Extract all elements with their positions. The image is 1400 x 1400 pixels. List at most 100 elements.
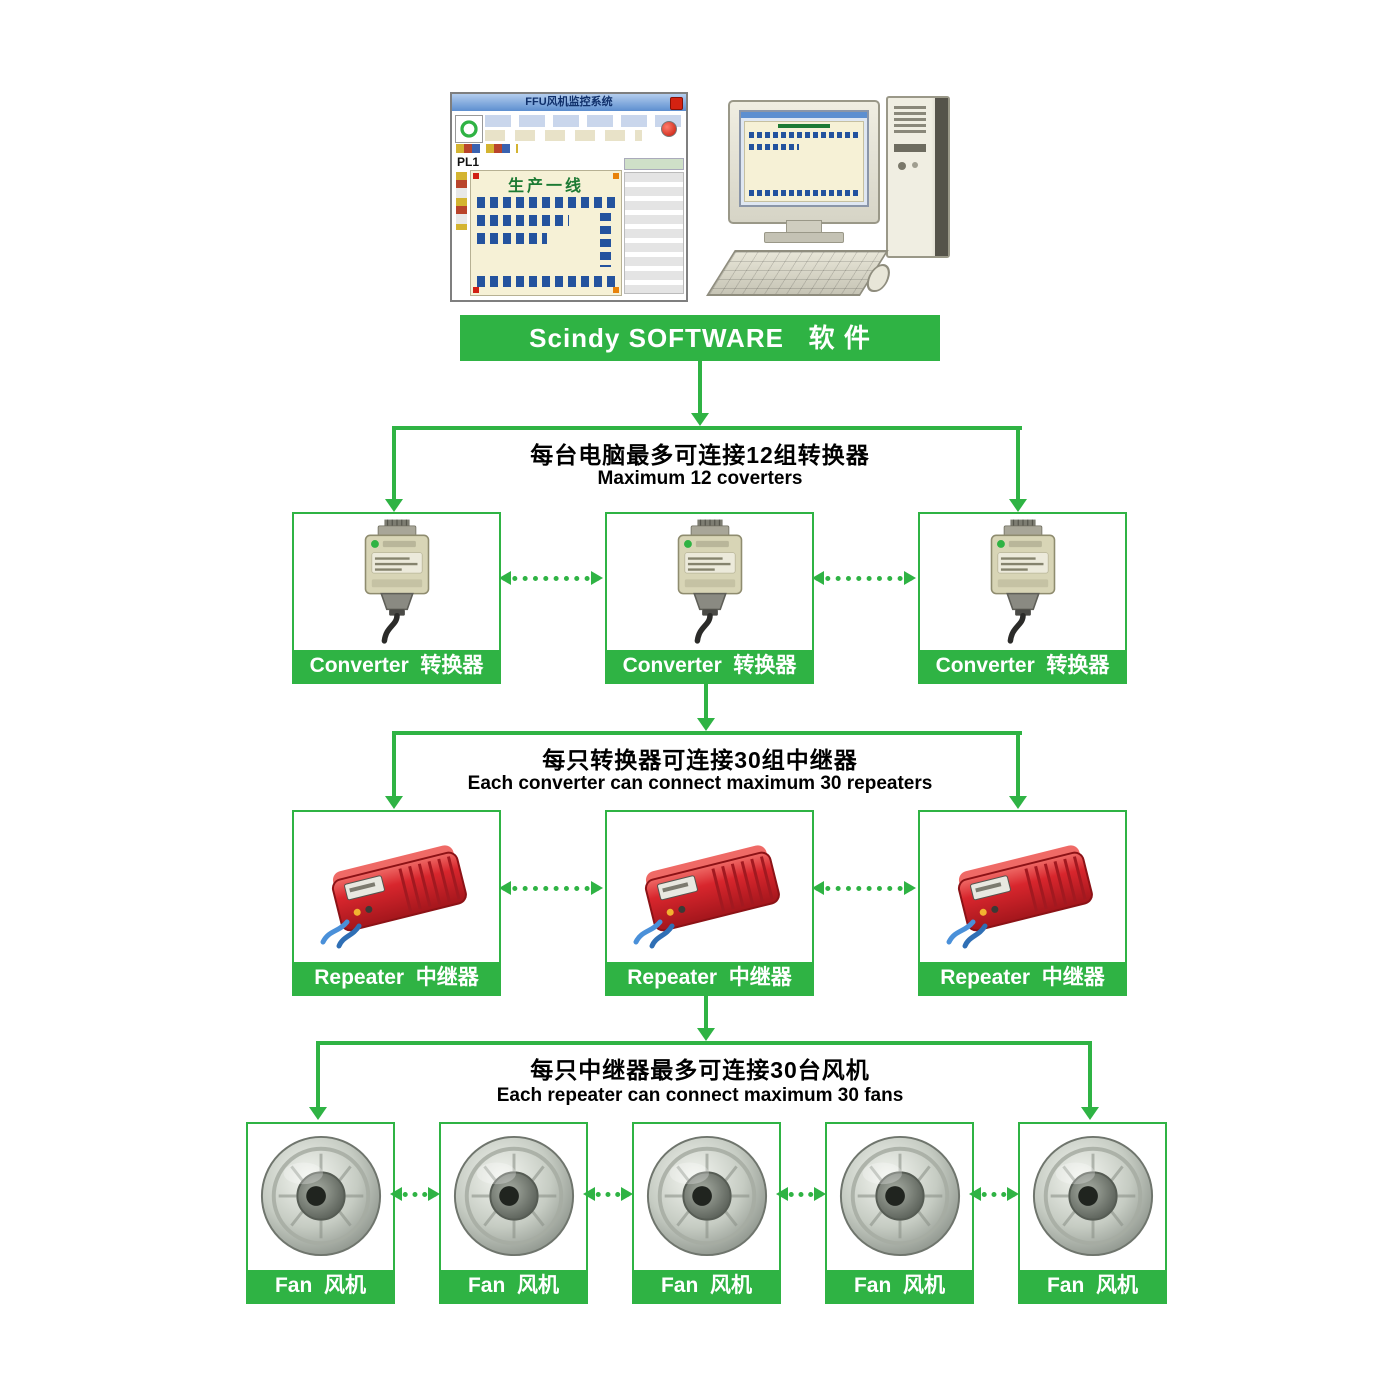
pc-tower xyxy=(886,96,950,258)
connector-line xyxy=(1016,735,1020,796)
connector-line xyxy=(316,1041,1092,1045)
fan-node: Fan 风机 xyxy=(1018,1122,1167,1304)
software-banner: Scindy SOFTWARE 软 件 xyxy=(460,315,940,361)
tier1-caption-en: Maximum 12 coverters xyxy=(597,468,803,489)
pc-screen-strip xyxy=(749,190,859,196)
arrow-right-icon xyxy=(904,571,916,585)
alarm-button-icon xyxy=(661,121,677,137)
dotted-link xyxy=(812,571,916,585)
dotted-link xyxy=(583,1187,633,1201)
fan-label: Fan 风机 xyxy=(1020,1270,1165,1302)
screenshot-menubar xyxy=(485,115,682,127)
tier2-caption-en: Each converter can connect maximum 30 re… xyxy=(467,773,933,794)
dotted-link xyxy=(776,1187,826,1201)
pc-tower-drive-slot xyxy=(894,144,926,152)
pc-reset-button xyxy=(912,162,918,168)
connector-line xyxy=(698,361,702,413)
arrow-down-icon xyxy=(385,499,403,512)
connector-line xyxy=(392,731,1022,735)
fan-label: Fan 风机 xyxy=(827,1270,972,1302)
connector-line xyxy=(392,735,396,796)
arrow-left-icon xyxy=(390,1187,402,1201)
arrow-right-icon xyxy=(428,1187,440,1201)
screenshot-data-list xyxy=(624,172,684,294)
fan-device-icon xyxy=(1029,1131,1157,1261)
production-line-title: 生产一线 xyxy=(507,178,584,195)
fan-unit-strip xyxy=(477,197,615,208)
arrow-down-icon xyxy=(691,413,709,426)
dotted-link xyxy=(812,881,916,895)
converter-device-icon xyxy=(343,518,451,644)
tier3-caption-zh: 每只中继器最多可连接30台风机 xyxy=(530,1057,870,1083)
fan-unit-strip xyxy=(477,215,569,226)
dotted-link xyxy=(499,571,603,585)
pc-screen-heading xyxy=(778,124,830,128)
pc-tower-vents xyxy=(894,106,926,134)
converter-device-icon xyxy=(656,518,764,644)
fan-device-icon xyxy=(836,1131,964,1261)
corner-marker xyxy=(473,173,479,179)
pc-screen-content xyxy=(744,121,864,202)
pc-monitor xyxy=(728,100,880,224)
arrow-right-icon xyxy=(904,881,916,895)
tier1-caption-zh: 每台电脑最多可连接12组转换器 xyxy=(530,442,870,468)
pc-power-button xyxy=(898,162,906,170)
connector-line xyxy=(704,992,708,1028)
repeater-device-icon xyxy=(614,820,806,950)
connector-line xyxy=(392,430,396,499)
arrow-right-icon xyxy=(814,1187,826,1201)
arrow-left-icon xyxy=(969,1187,981,1201)
arrow-left-icon xyxy=(812,881,824,895)
connector-line xyxy=(704,680,708,718)
repeater-node: Repeater 中继器 xyxy=(605,810,814,996)
screenshot-title: FFU风机监控系统 xyxy=(525,96,613,108)
pc-screen-strip xyxy=(749,132,859,138)
connector-line xyxy=(316,1045,320,1107)
screenshot-list-header xyxy=(624,158,684,170)
arrow-left-icon xyxy=(583,1187,595,1201)
production-line-panel: 生产一线 xyxy=(470,170,622,296)
arrow-right-icon xyxy=(591,881,603,895)
arrow-right-icon xyxy=(591,571,603,585)
corner-marker xyxy=(473,287,479,293)
arrow-down-icon xyxy=(1009,499,1027,512)
fan-node: Fan 风机 xyxy=(246,1122,395,1304)
arrow-left-icon xyxy=(812,571,824,585)
desktop-computer xyxy=(700,92,958,304)
fan-device-icon xyxy=(257,1131,385,1261)
fan-label: Fan 风机 xyxy=(248,1270,393,1302)
arrow-down-icon xyxy=(309,1107,327,1120)
pc-tower-side-panel xyxy=(935,98,948,256)
converter-node: Converter 转换器 xyxy=(605,512,814,684)
pc-keyboard xyxy=(706,250,889,296)
arrow-down-icon xyxy=(697,1028,715,1041)
fan-label: Fan 风机 xyxy=(634,1270,779,1302)
pc-screen xyxy=(739,110,869,207)
arrow-left-icon xyxy=(499,571,511,585)
converter-node: Converter 转换器 xyxy=(918,512,1127,684)
pc-screen-titlebar xyxy=(741,112,867,118)
screenshot-status-icons xyxy=(456,144,518,153)
fan-unit-strip xyxy=(477,276,615,287)
app-logo-icon xyxy=(455,115,483,143)
fan-unit-strip xyxy=(600,213,611,267)
pc-monitor-base xyxy=(764,232,844,243)
screenshot-side-icons xyxy=(456,172,467,230)
tier2-caption-zh: 每只转换器可连接30组中继器 xyxy=(542,747,858,773)
fan-unit-strip xyxy=(477,233,547,244)
tier3-caption-en: Each repeater can connect maximum 30 fan… xyxy=(496,1085,904,1106)
fan-device-icon xyxy=(450,1131,578,1261)
repeater-label: Repeater 中继器 xyxy=(607,962,812,994)
repeater-label: Repeater 中继器 xyxy=(294,962,499,994)
arrow-left-icon xyxy=(499,881,511,895)
arrow-right-icon xyxy=(621,1187,633,1201)
close-icon xyxy=(670,97,683,110)
arrow-left-icon xyxy=(776,1187,788,1201)
arrow-down-icon xyxy=(1081,1107,1099,1120)
arrow-right-icon xyxy=(1007,1187,1019,1201)
repeater-device-icon xyxy=(927,820,1119,950)
corner-marker xyxy=(613,173,619,179)
arrow-down-icon xyxy=(697,718,715,731)
fan-node: Fan 风机 xyxy=(825,1122,974,1304)
connector-line xyxy=(1088,1045,1092,1107)
